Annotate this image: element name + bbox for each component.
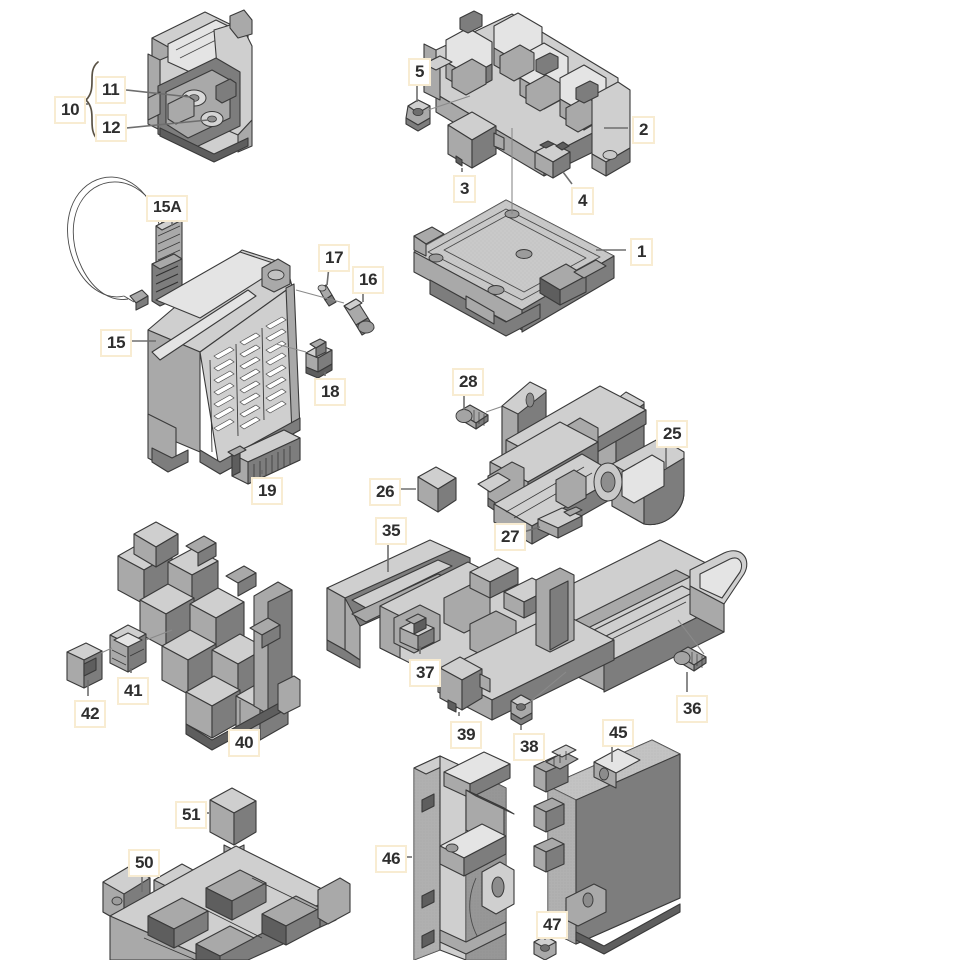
part-27-latch-tab [537, 506, 583, 539]
callout-42[interactable]: 42 [74, 700, 107, 728]
part-25-mounting-bracket-frame [477, 381, 685, 545]
part-36-shoulder-bolt [673, 646, 707, 672]
callout-41[interactable]: 41 [117, 677, 150, 705]
callout-1[interactable]: 1 [630, 238, 654, 266]
leader-18-tie [275, 343, 307, 353]
part-40-fuse-block-assembly [117, 521, 301, 751]
part-26-relay-cube [417, 466, 457, 513]
callout-45[interactable]: 45 [602, 719, 635, 747]
callout-4[interactable]: 4 [571, 187, 595, 215]
part-35-main-carrier-frame [326, 539, 748, 721]
callout-2[interactable]: 2 [632, 116, 656, 144]
callout-35[interactable]: 35 [375, 517, 408, 545]
leader-4 [562, 171, 573, 185]
callout-51[interactable]: 51 [175, 801, 208, 829]
callout-39[interactable]: 39 [450, 721, 483, 749]
callout-5[interactable]: 5 [408, 58, 432, 86]
leader-11 [125, 89, 191, 98]
callout-47[interactable]: 47 [536, 911, 569, 939]
callout-15A[interactable]: 15A [146, 195, 189, 222]
callout-36[interactable]: 36 [676, 695, 709, 723]
part-15-fuse-box-housing [147, 249, 301, 475]
callout-18[interactable]: 18 [314, 378, 347, 406]
callout-27[interactable]: 27 [494, 523, 527, 551]
part-16-bolt [343, 298, 375, 336]
part-1-control-unit [413, 199, 615, 337]
callout-28[interactable]: 28 [452, 368, 485, 396]
part-2-relay-carrier-strip [423, 10, 631, 177]
part-46-mounting-plate-bracket [413, 751, 515, 960]
part-51-relay-cube [209, 787, 257, 869]
part-41-connector-housing [109, 624, 147, 673]
part-38-hex-nut [510, 694, 533, 726]
part-28-shoulder-bolt [455, 404, 489, 430]
callout-12[interactable]: 12 [95, 114, 128, 142]
callout-38[interactable]: 38 [513, 733, 546, 761]
callout-25[interactable]: 25 [656, 420, 689, 448]
leader-28-tie [485, 393, 539, 413]
part-17-pin-rivet [317, 284, 337, 307]
part-42-cover-cap [66, 642, 103, 689]
part-39-relay-cube [439, 656, 491, 713]
callout-40[interactable]: 40 [228, 729, 261, 757]
part-19-fuse-strip-cover [227, 429, 301, 485]
leader-5-tie [427, 95, 471, 111]
part-47-hex-nut [533, 935, 557, 960]
callout-37[interactable]: 37 [409, 659, 442, 687]
leader-38-tie [529, 671, 567, 703]
leader-12 [125, 119, 209, 129]
part-4-relay-small-flat [534, 140, 571, 179]
leader-16-tie [295, 289, 345, 304]
callout-46[interactable]: 46 [375, 845, 408, 873]
leader-36-tie [677, 619, 705, 655]
callout-15[interactable]: 15 [100, 329, 133, 357]
callout-11[interactable]: 11 [95, 76, 127, 104]
part-3-relay-large [447, 111, 505, 169]
part-37-retaining-clip [399, 613, 435, 651]
callout-26[interactable]: 26 [369, 478, 402, 506]
leader-41-tie [145, 629, 173, 641]
leader-42-tie [100, 647, 113, 654]
part-18-retaining-clip [305, 338, 333, 379]
callout-3[interactable]: 3 [453, 175, 477, 203]
callout-16[interactable]: 16 [352, 266, 385, 294]
callout-10[interactable]: 10 [54, 96, 87, 124]
callout-50[interactable]: 50 [128, 849, 161, 877]
callout-17[interactable]: 17 [318, 244, 351, 272]
part-5-hex-nut [405, 99, 431, 132]
callout-19[interactable]: 19 [251, 477, 284, 505]
part-11-12-relay-carrier [147, 9, 253, 163]
